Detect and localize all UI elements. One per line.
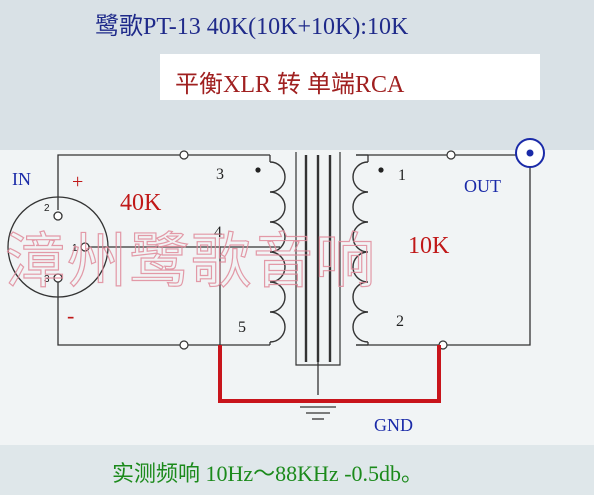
xlr-pin3 (53, 273, 63, 283)
secondary-winding (352, 161, 369, 343)
xlr-pin2 (53, 211, 63, 221)
wire-xlr-pin3-to-pin5 (57, 280, 180, 346)
pin-5-label: 5 (238, 319, 246, 336)
ground-bus (218, 345, 441, 403)
xlr-pin2-label: 2 (44, 203, 50, 214)
rca-center (526, 149, 534, 157)
secondary-impedance-label: 10K (408, 233, 450, 259)
xlr-connector (7, 196, 109, 298)
circuit-background (0, 150, 594, 445)
ground-icon (300, 406, 336, 420)
pin-4-label: 4 (214, 224, 222, 241)
gnd-label: GND (374, 415, 413, 435)
subtitle-panel (160, 54, 540, 100)
primary-winding (269, 161, 286, 343)
secondary-phase-dot (378, 167, 384, 173)
signal-wires (57, 154, 531, 395)
core-shield (295, 152, 341, 366)
minus-sign: - (67, 303, 74, 328)
terminal-points (179, 150, 456, 350)
wire-pin2-to-rca-ground (447, 163, 531, 346)
pin-1-label: 1 (398, 167, 406, 184)
out-label: OUT (464, 176, 501, 196)
diagram-title: 鹭歌PT-13 40K(10K+10K):10K (95, 14, 409, 40)
plus-sign: + (72, 171, 83, 193)
in-label: IN (12, 169, 31, 189)
xlr-pin1 (80, 242, 90, 252)
diagram-subtitle: 平衡XLR 转 单端RCA (175, 72, 405, 98)
xlr-pin1-label: 1 (72, 243, 78, 254)
primary-impedance-label: 40K (120, 190, 162, 216)
xlr-pin3-label: 3 (44, 274, 50, 285)
wire-xlr-pin2-to-pin3 (57, 154, 180, 210)
rca-connector (515, 138, 545, 168)
pin-2-label: 2 (396, 313, 404, 330)
watermark: 漳州鹭歌音响 (5, 227, 377, 297)
transformer-core (304, 155, 332, 362)
footer-background (0, 445, 594, 495)
pin-3-label: 3 (216, 166, 224, 183)
xlr-body (7, 196, 109, 298)
frequency-response-note: 实测频响 10Hz～88KHz -0.5db。 (112, 461, 424, 486)
primary-phase-dot (255, 167, 261, 173)
